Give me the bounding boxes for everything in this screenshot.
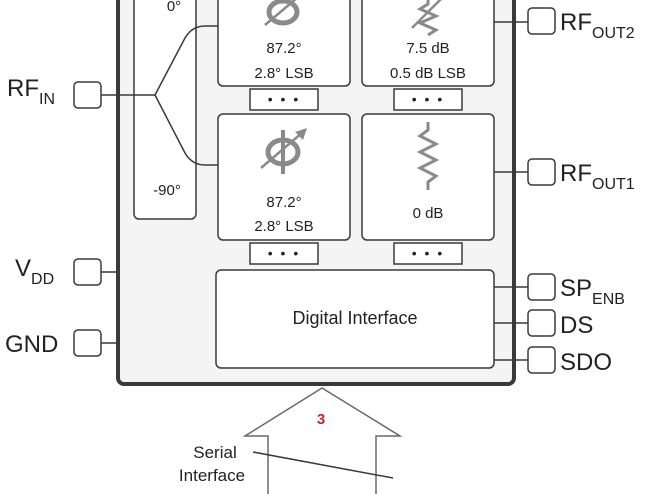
splitter-path-top — [154, 25, 218, 96]
control-bar-attenuator-bottom — [393, 242, 463, 265]
digital-interface-label: Digital Interface — [292, 308, 417, 328]
sp-enb-label: SPENB — [560, 275, 625, 308]
phase-shifter-top-value: 87.2° — [266, 40, 301, 57]
quadrature-splitter — [133, 0, 197, 220]
vdd-label: VDD — [15, 255, 54, 288]
rf-out2-pin — [527, 7, 556, 35]
control-bar-phase-top — [249, 88, 319, 111]
control-bar-dots: • • • — [268, 245, 300, 261]
phase-shifter-bottom — [217, 113, 351, 241]
gnd-pin — [73, 329, 102, 357]
ds-label: DS — [560, 312, 593, 339]
serial-bus-arrow — [242, 387, 403, 494]
sp-enb-pin — [527, 273, 556, 301]
vdd-pin — [73, 258, 102, 286]
variable-resistor-icon — [411, 0, 442, 37]
splitter-bottom-label: -90° — [153, 182, 181, 199]
bus-slash — [252, 451, 394, 479]
sdo-label: SDO — [560, 349, 612, 376]
rf-out1-label: RFOUT1 — [560, 160, 635, 193]
bus-width-label: 3 — [317, 411, 325, 428]
serial-interface-line1: Serial — [193, 443, 236, 462]
rf-out1-pin — [527, 158, 556, 186]
phase-shifter-icon — [264, 0, 300, 26]
ds-pin — [527, 309, 556, 337]
control-bar-dots: • • • — [412, 245, 444, 261]
attenuator-top-value: 7.5 dB — [406, 40, 449, 57]
phase-shifter-top — [217, 0, 351, 87]
rf-in-label: RFIN — [7, 75, 55, 108]
phase-shifter-top-lsb: 2.8° LSB — [254, 65, 313, 82]
attenuator-top — [361, 0, 495, 87]
control-bar-attenuator-top — [393, 88, 463, 111]
phase-shifter-icon — [260, 128, 307, 174]
splitter-path-bottom — [154, 94, 218, 166]
digital-interface-block — [215, 269, 495, 369]
phase-shifter-bottom-lsb: 2.8° LSB — [254, 218, 313, 235]
rf-out2-label: RFOUT2 — [560, 9, 635, 42]
attenuator-top-lsb: 0.5 dB LSB — [390, 65, 466, 82]
phase-shifter-bottom-value: 87.2° — [266, 194, 301, 211]
control-bar-phase-bottom — [249, 242, 319, 265]
control-bar-dots: • • • — [412, 91, 444, 107]
control-bar-dots: • • • — [268, 91, 300, 107]
splitter-top-label: 0° — [167, 0, 181, 15]
attenuator-bottom-value: 0 dB — [413, 205, 444, 222]
rf-in-pin — [73, 81, 102, 109]
resistor-icon — [416, 122, 440, 190]
serial-interface-line2: Interface — [179, 466, 245, 485]
attenuator-bottom — [361, 113, 495, 241]
gnd-label: GND — [5, 331, 58, 358]
sdo-pin — [527, 346, 556, 374]
